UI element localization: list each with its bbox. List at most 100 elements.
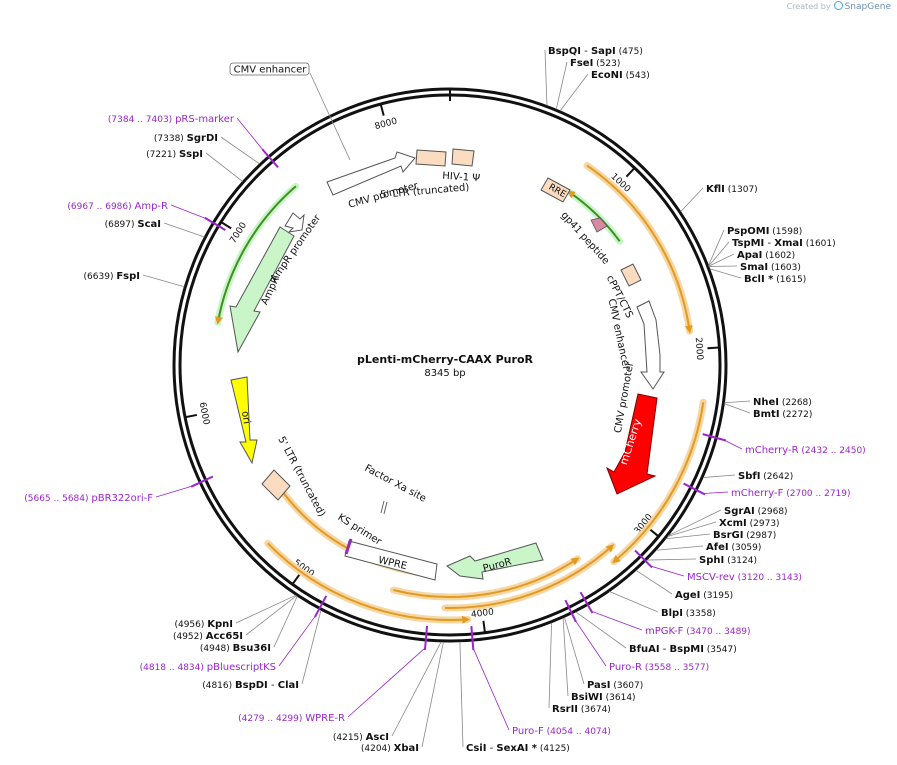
site-label-nhei: NheI (2268) [753,397,812,408]
site-leader-fspi [142,274,185,288]
cmv-enhancer-top-arrow [326,151,416,196]
credit-brand: SnapGene [844,2,891,12]
site-leader-blpi [609,591,659,613]
site-label-xbai: (4204) XbaI [361,743,419,754]
site-leader-asci [391,641,442,737]
factor-xa-label: Factor Xa site [363,463,428,505]
site-leader-fsei [555,61,568,110]
site-label-kpni: (4956) KpnI [174,619,233,630]
primer-mark-wpre-r [423,625,429,650]
ltr5-top-label: 5' LTR (truncated) [380,182,470,201]
primer-mark-mcherry-f [683,482,706,496]
site-label-bspdi: (4816) BspDI - ClaI [202,680,299,691]
tick-label-2000: 2000 [693,337,704,361]
site-label-bfuai: BfuAI - BspMI (3547) [629,644,737,655]
primer-label-mcherry-r: mCherry-R (2432 .. 2450) [745,445,866,456]
ltr5-left-box [261,469,291,501]
primer-label-mpgk-f: mPGK-F (3470 .. 3489) [645,626,751,637]
site-label-kfli: KflI (1307) [706,184,758,195]
site-label-bsiwi: BsiWI (3614) [571,692,636,703]
site-label-bspqi: BspQI - SapI (475) [548,46,643,57]
primer-label-mscv-rev: MSCV-rev (3120 .. 3143) [687,572,802,583]
site-leader-xbai [421,641,444,748]
cmv-enhancer-top-box [229,62,310,76]
orf-2-line [612,402,705,564]
primer-label-mcherry-f: mCherry-F (2700 .. 2719) [731,488,851,499]
tick-4000 [482,620,486,633]
ltr5-left-label: 5' LTR (truncated) [275,435,327,519]
site-leader-sgrdi [220,136,260,165]
primer-mark-mpgk-f [579,591,594,614]
site-leader-csii [459,641,464,748]
primer-label-prs-marker: (7384 .. 7403) pRS-marker [108,114,235,125]
orf-5-line [267,542,471,624]
tick-3000 [648,528,660,538]
site-leader-econi [559,73,589,112]
credit-prefix: Created by [786,2,831,11]
site-leader-sgrai [667,509,722,537]
primer-mark-amp-r [204,216,226,231]
site-leader-bmti [724,403,751,414]
primer-leader-puro-r [574,619,607,667]
factor-xa-mark-b [383,501,388,515]
primer-label-puro-r: Puro-R (3558 .. 3577) [609,662,709,673]
site-label-afei: AfeI (3059) [706,542,761,553]
primer-leader-puro-f [472,647,510,731]
primer-label-amp-r: (6967 .. 6986) Amp-R [67,201,168,212]
primer-label-puro-f: Puro-F (4054 .. 4074) [512,726,611,737]
site-label-sphi: SphI (3124) [699,555,757,566]
site-label-pasi: PasI (3607) [587,680,643,691]
primer-mark-puro-r [564,599,577,623]
primer-label-layer: mCherry-R (2432 .. 2450) mCherry-F (2700 … [24,114,865,737]
orf-green-2-line [214,185,297,325]
site-leader-bsrgi [665,533,711,540]
ampr-promoter-arrow [284,212,305,233]
primer-label-wpre-r: (4279 .. 4299) WPRE-R [238,713,345,724]
factor-xa-mark-a [380,500,385,514]
site-label-sspi: (7221) SspI [146,149,203,160]
orf-arrows [214,162,707,624]
site-label-pspomi: PspOMI (1598) [727,226,802,237]
ori-arrow [230,376,258,465]
orf-4-line [393,557,580,598]
site-leader-nhei [724,400,751,404]
ks-primer-mark [344,538,353,555]
site-leader-agei [635,569,673,595]
orf-3-line [444,544,615,609]
orf-green-1-line [567,190,621,242]
tick-7000 [220,221,232,230]
site-label-acc65i: (4952) Acc65I [173,631,243,642]
site-label-scai: (6897) ScaI [105,219,161,230]
site-leader-bspdi [301,610,322,685]
cmv-enhancer-top-leader [309,72,351,161]
site-leader-sbfi [703,474,736,478]
primer-mark-pbr322ori-f [190,475,214,488]
site-leader-bcli [709,268,742,279]
site-leader-scai [163,222,205,238]
site-label-csii: CsiI - SexAI * (4125) [466,743,570,754]
puror-arrow [446,542,544,580]
tick-1000 [625,167,636,178]
site-leader-pasi [564,617,585,685]
primer-leader-amp-r [170,204,207,220]
primer-leader-pbr322ori-f [155,485,194,498]
snapgene-logo-icon [833,1,843,10]
primer-mark-mcherry-r [702,433,727,442]
site-leader-tspmi [708,241,730,267]
site-label-xcmi: XcmI (2973) [719,518,780,529]
tick-6000 [184,413,198,419]
site-leader-apai [708,253,735,267]
ltr5-top-box [415,149,447,167]
site-leader-afei [655,545,704,551]
primer-leader-pbluescriptks [278,615,317,667]
site-leader-pspomi [708,229,725,266]
cmv-enhancer-top-label: CMV enhancer [234,65,308,76]
primer-leader-prs-marker [236,117,264,151]
primer-mark-mscv-rev [634,549,653,569]
tick-8000 [379,103,385,116]
site-leader-bsiwi [562,617,569,697]
primer-mark-puro-f [470,626,475,651]
ampr-arrow [229,226,295,354]
snapgene-credit: Created by SnapGene [787,1,891,12]
site-leader-acc65i [245,595,297,636]
